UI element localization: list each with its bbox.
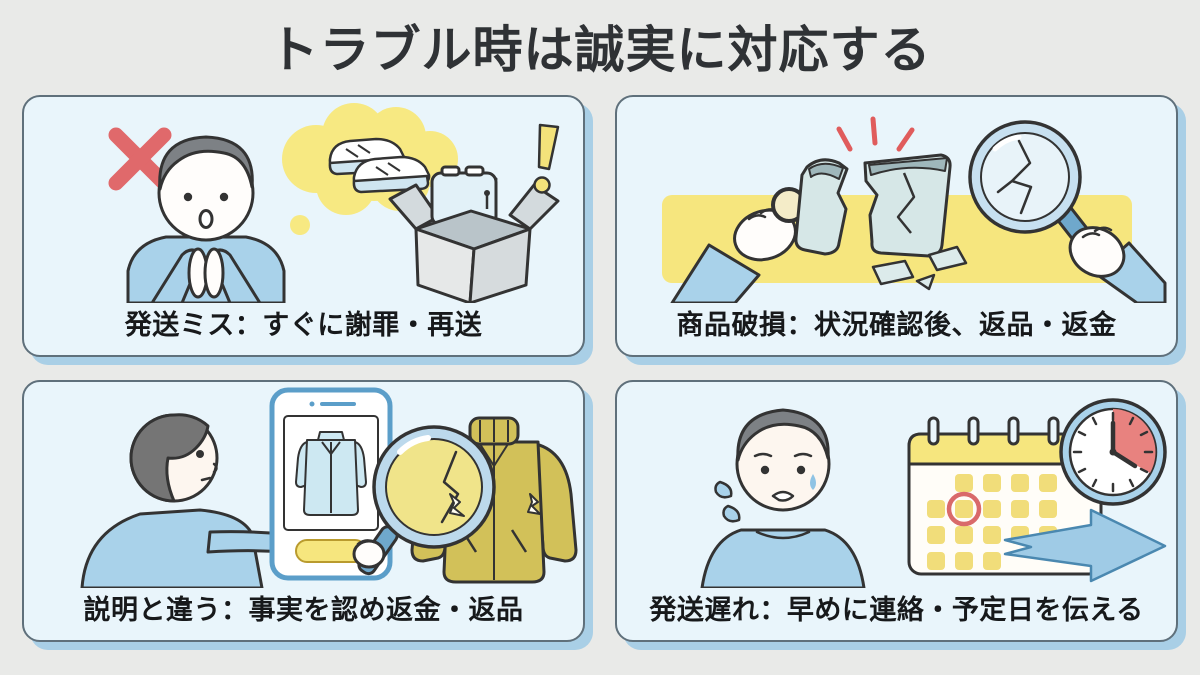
wrong-description-illustration	[80, 387, 578, 588]
shipping-mistake-illustration	[108, 103, 560, 303]
magnifying-glass-icon	[352, 425, 496, 576]
x-mark-icon	[108, 127, 172, 191]
panel-caption: 発送ミス：すぐに謝罪・再送	[124, 310, 483, 340]
listing-jacket-image	[295, 431, 367, 516]
panel-caption: 商品破損：状況確認後、返品・返金	[676, 310, 1117, 340]
hand-holding-magnifier	[1068, 226, 1167, 303]
panel-wrong-description: 説明と違う：事実を認め返金・返品	[22, 380, 585, 642]
panel-caption: 説明と違う：事実を認め返金・返品	[83, 595, 524, 625]
worried-man	[700, 408, 866, 588]
panel-shipping-delay: 発送遅れ：早めに連絡・予定日を伝える	[615, 380, 1178, 642]
toaster-icon	[430, 165, 498, 227]
arrow-right-icon	[1003, 508, 1167, 583]
broken-mug	[794, 153, 968, 291]
page-title: トラブル時は誠実に対応する	[268, 22, 932, 78]
panel-product-damage: 商品破損：状況確認後、返品・返金	[615, 95, 1178, 357]
panel-shipping-mistake: 発送ミス：すぐに謝罪・再送	[22, 95, 585, 357]
circled-date-icon	[946, 491, 982, 527]
exclamation-icon	[533, 123, 560, 194]
sweat-drops-icon	[714, 480, 741, 523]
panel-grid: 発送ミス：すぐに謝罪・再送	[22, 95, 1178, 642]
product-damage-illustration	[662, 116, 1167, 303]
sneakers-icon	[328, 137, 431, 194]
calendar-dates	[927, 474, 1057, 570]
apologizing-man	[126, 135, 286, 303]
tear-drop-icon	[810, 474, 816, 490]
clock-icon	[1059, 398, 1167, 506]
open-box-with-toaster	[388, 165, 560, 303]
shipping-delay-illustration	[700, 398, 1167, 588]
impact-lines-icon	[836, 116, 915, 152]
smartphone-listing	[269, 387, 393, 581]
panel-caption: 発送遅れ：早めに連絡・予定日を伝える	[649, 595, 1144, 625]
